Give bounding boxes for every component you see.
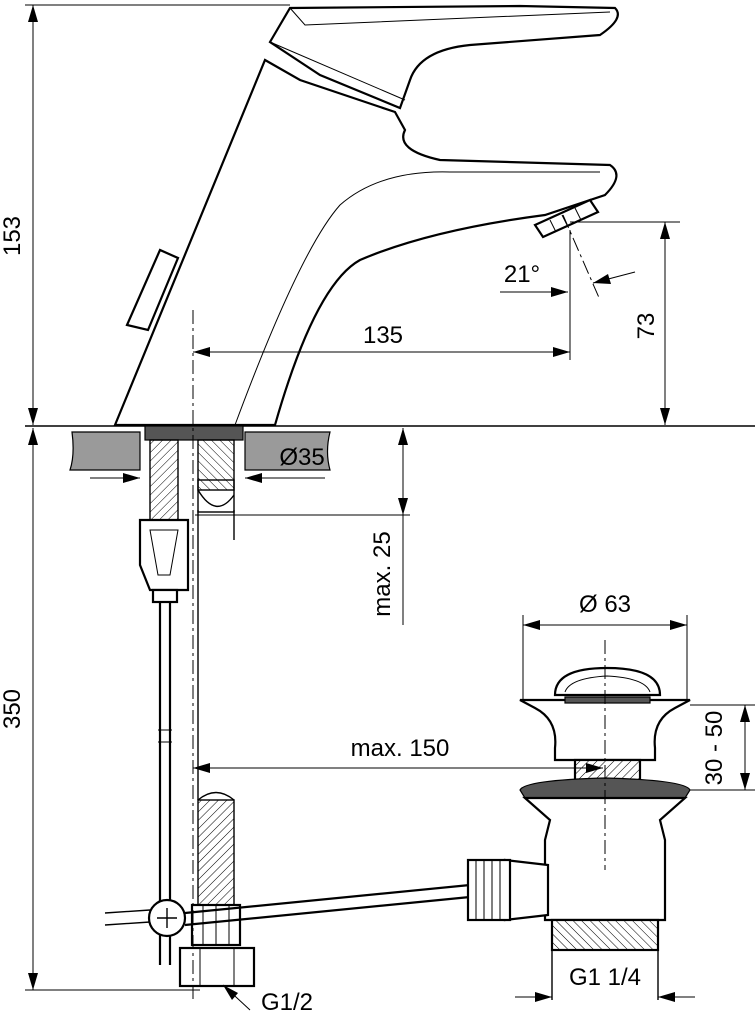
supply-connection bbox=[104, 791, 471, 988]
pop-up-waste bbox=[466, 666, 691, 1000]
dim-spout-angle: 21° bbox=[504, 261, 540, 288]
dim-spout-height: 73 bbox=[633, 313, 660, 340]
faucet-body bbox=[113, 4, 619, 427]
dim-waste-diameter: Ø 63 bbox=[579, 591, 631, 618]
dim-spout-reach: 135 bbox=[363, 322, 403, 349]
dim-waste-offset: max. 150 bbox=[351, 735, 450, 762]
dim-deck-thickness: max. 25 bbox=[369, 531, 396, 616]
dim-height-total: 153 bbox=[0, 216, 26, 256]
dimension-lines bbox=[25, 4, 755, 1011]
countertop bbox=[25, 425, 755, 471]
dim-supply-thread: G1/2 bbox=[261, 989, 313, 1016]
dim-waste-thread: G1 1/4 bbox=[569, 964, 641, 991]
supply-hoses bbox=[138, 439, 235, 965]
dim-waste-range: 30 - 50 bbox=[701, 711, 728, 786]
dim-below-deck: 350 bbox=[0, 689, 26, 729]
dim-hole-diameter: Ø35 bbox=[279, 444, 324, 471]
center-lines bbox=[192, 214, 606, 1000]
